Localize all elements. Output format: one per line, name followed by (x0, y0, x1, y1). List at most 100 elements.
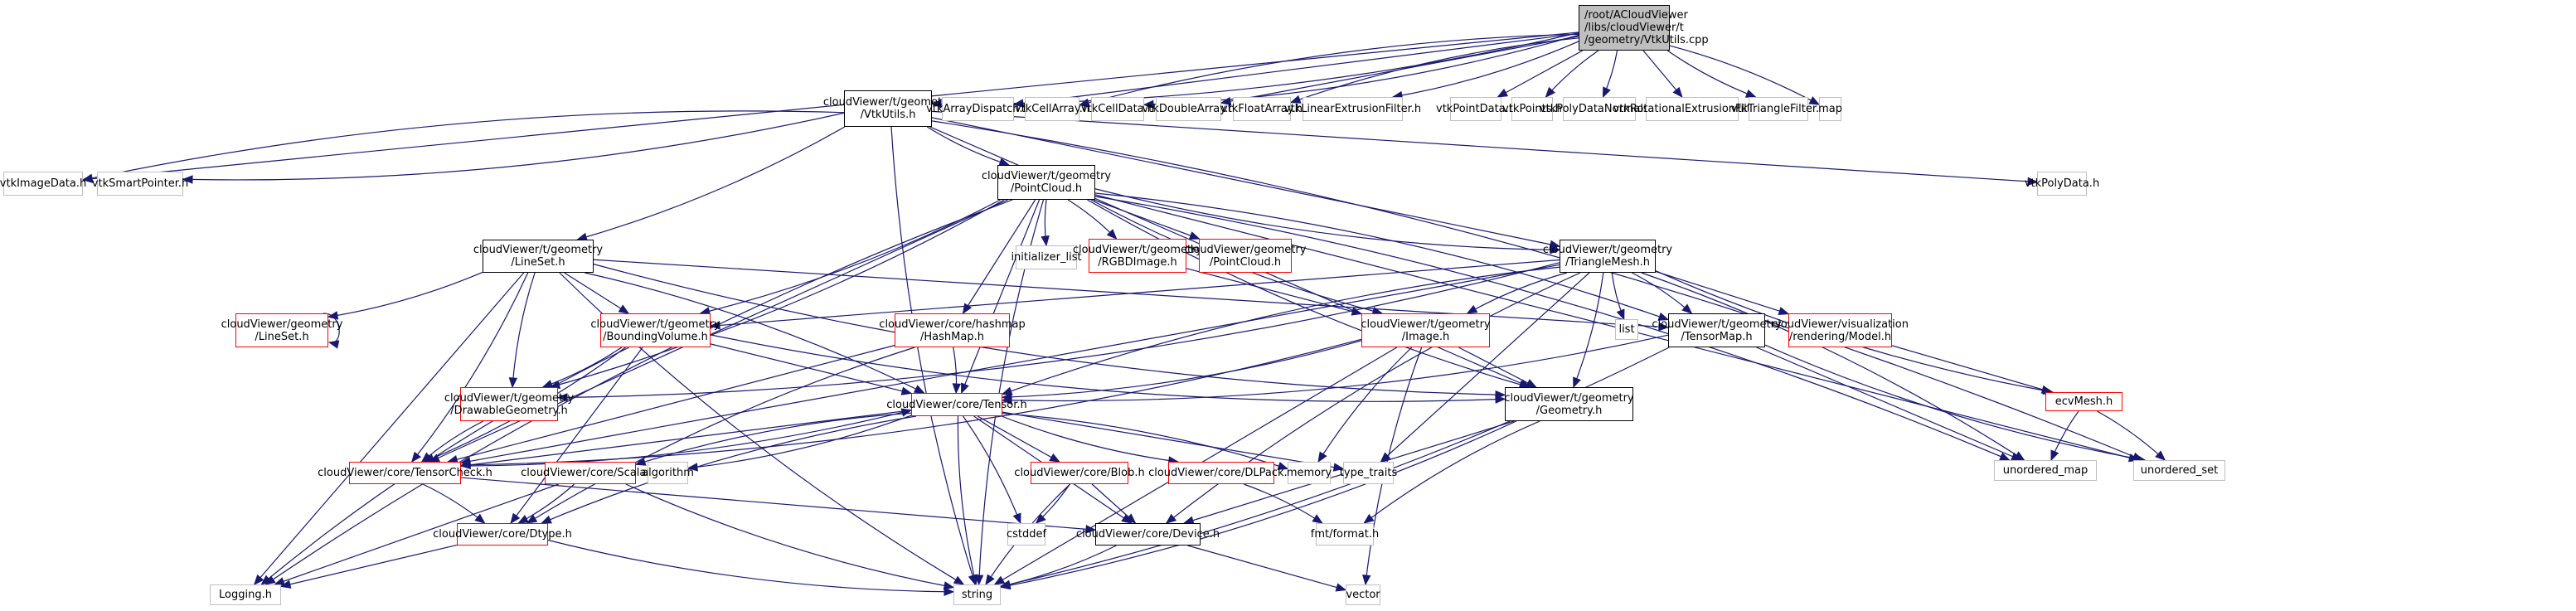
node-lineset-g[interactable]: cloudViewer/geometry /LineSet.h (221, 313, 342, 347)
edge-line (1094, 188, 1560, 250)
node-lineset-t[interactable]: cloudViewer/t/geometry /LineSet.h (473, 240, 603, 273)
edge-line (963, 415, 1021, 524)
node-vtkTriangleFilter[interactable]: vtkTriangleFilter.h (1731, 97, 1826, 121)
node-label: cloudViewer/t/geometry /TriangleMesh.h (1542, 244, 1673, 269)
node-vtkImageData[interactable]: vtkImageData.h (0, 172, 87, 196)
edge-line (82, 32, 1579, 181)
node-ecvmesh[interactable]: ecvMesh.h (2045, 392, 2122, 411)
node-tensorcheck[interactable]: cloudViewer/core/TensorCheck.h (318, 462, 492, 484)
node-pointcloud-t[interactable]: cloudViewer/t/geometry /PointCloud.h (982, 165, 1111, 200)
arrowhead-icon (2155, 450, 2166, 461)
node-logging[interactable]: Logging.h (210, 584, 281, 605)
arrowhead-icon (900, 408, 913, 417)
edge-pointcloud_t-to-unordered_map (1094, 196, 2011, 461)
edge-line (1002, 334, 1669, 402)
edge-tensor-to-memory (1002, 413, 1289, 470)
edge-line (577, 126, 846, 240)
node-algorithm[interactable]: algorithm (642, 462, 694, 484)
node-label: cloudViewer/t/geometry /TensorMap.h (1652, 318, 1782, 343)
node-label: cloudViewer/core/Device.h (1075, 528, 1220, 541)
node-label: vtkImageData.h (0, 177, 87, 190)
node-dlpack[interactable]: cloudViewer/core/DLPack.h (1148, 462, 1294, 484)
node-geometry-t[interactable]: cloudViewer/t/geometry /Geometry.h (1504, 387, 1634, 421)
node-dtype[interactable]: cloudViewer/core/Dtype.h (433, 523, 572, 546)
node-vtkPoints[interactable]: vtkPoints.h (1502, 97, 1562, 121)
node-vtkArrayDispatch[interactable]: vtkArrayDispatch.h (926, 97, 1030, 121)
arrowhead-icon (1808, 96, 1821, 105)
node-blob[interactable]: cloudViewer/core/Blob.h (1014, 462, 1145, 484)
edge-vtkutils_h-to-pointcloud_t (926, 126, 1011, 167)
node-pointcloud-g[interactable]: cloudViewer/geometry /PointCloud.h (1185, 239, 1306, 273)
edge-tensorcheck-to-tensor (460, 408, 913, 467)
edge-line (557, 262, 1560, 399)
node-vtkutils-h[interactable]: cloudViewer/t/geometry /VtkUtils.h (823, 90, 953, 127)
arrowhead-icon (1012, 99, 1025, 108)
edge-boundingvolume_t-to-drawable_t (541, 347, 623, 389)
edge-root-to-vtkRotationalExtrusionFilter (1642, 50, 1683, 99)
node-model[interactable]: cloudViewer/visualization /rendering/Mod… (1772, 313, 1909, 347)
node-vtkDoubleArray[interactable]: vtkDoubleArray.h (1142, 97, 1235, 121)
arrowhead-icon (1658, 322, 1670, 332)
edge-line (460, 477, 1096, 531)
node-label: vtkDoubleArray.h (1142, 103, 1235, 115)
node-memory[interactable]: memory (1287, 462, 1332, 484)
edge-pointcloud_t-to-tensor (961, 199, 1041, 395)
edge-line (280, 544, 458, 587)
node-label: vtkSmartPointer.h (91, 177, 189, 190)
edge-rgbdimage_t-to-image_t (1186, 268, 1363, 316)
node-type-traits[interactable]: type_traits (1340, 462, 1397, 484)
node-label: fmt/format.h (1310, 528, 1380, 541)
arrowhead-icon (1035, 513, 1046, 524)
edge-trianglemesh_t-to-drawable_t (556, 262, 1560, 402)
edge-tensorcheck-to-dtype (422, 483, 486, 524)
node-list[interactable]: list (1615, 319, 1638, 340)
node-unordered-map[interactable]: unordered_map (1994, 460, 2097, 481)
node-rgbdimage-t[interactable]: cloudViewer/t/geometry /RGBDImage.h (1073, 239, 1202, 273)
node-map[interactable]: map (1818, 97, 1842, 121)
node-vtkSmartPointer[interactable]: vtkSmartPointer.h (92, 172, 188, 196)
node-image-t[interactable]: cloudViewer/t/geometry /Image.h (1361, 313, 1491, 347)
arrowhead-icon (541, 515, 552, 524)
node-unordered-set[interactable]: unordered_set (2133, 460, 2225, 481)
edge-trianglemesh_t-to-unordered_map (1641, 272, 2025, 461)
node-vtkPointData[interactable]: vtkPointData.h (1436, 97, 1516, 121)
node-vtkLinearExtrusionFilter[interactable]: vtkLinearExtrusionFilter.h (1284, 97, 1421, 121)
edge-line (429, 199, 1008, 463)
node-device[interactable]: cloudViewer/core/Device.h (1076, 523, 1220, 546)
edge-line (1392, 41, 1579, 98)
edge-line (1002, 266, 1560, 395)
arrowhead-icon (1778, 307, 1790, 316)
node-vtkRotationalExtrusionFilter[interactable]: vtkRotationalExtrusionFilter.h (1613, 97, 1771, 121)
node-hashmap[interactable]: cloudViewer/core/hashmap /HashMap.h (879, 313, 1026, 347)
arrowhead-icon (474, 513, 486, 524)
node-initializer-list[interactable]: initializer_list (1011, 245, 1082, 269)
node-cstddef[interactable]: cstddef (1007, 523, 1046, 546)
node-label: vtkPolyData.h (2024, 177, 2100, 190)
edge-root-to-vtkPointData (1497, 50, 1584, 98)
edge-tensor-to-blob (977, 415, 1060, 463)
node-tensormap-t[interactable]: cloudViewer/t/geometry /TensorMap.h (1652, 313, 1782, 347)
edge-line (460, 338, 1362, 466)
edge-blob-to-device (1091, 483, 1137, 524)
arrowhead-icon (618, 304, 630, 314)
node-vtkPolyData[interactable]: vtkPolyData.h (2025, 172, 2099, 196)
node-tensor[interactable]: cloudViewer/core/Tensor.h (886, 393, 1027, 416)
node-trianglemesh-t[interactable]: cloudViewer/t/geometry /TriangleMesh.h (1543, 240, 1672, 273)
node-vtkCellArray[interactable]: vtkCellArray.h (1015, 97, 1089, 121)
arrowhead-icon (1142, 99, 1154, 109)
edge-geometry_t-to-string (999, 420, 1517, 590)
node-drawable-t[interactable]: cloudViewer/t/geometry /DrawableGeometry… (444, 387, 574, 421)
edge-lineset_t-to-lineset_g (327, 271, 483, 320)
node-vtkPolyDataNormals[interactable]: vtkPolyDataNormals.h (1540, 97, 1659, 121)
arrowhead-icon (962, 303, 973, 315)
node-vector[interactable]: vector (1346, 584, 1380, 605)
edge-image_t-to-tensor (1001, 340, 1362, 402)
node-vtkCellData[interactable]: vtkCellData.h (1081, 97, 1154, 121)
edge-trianglemesh_t-to-list (1611, 272, 1625, 321)
node-string[interactable]: string (953, 584, 1001, 605)
edge-line (182, 112, 845, 181)
node-scalar[interactable]: cloudViewer/core/Scalar.h (521, 462, 660, 484)
node-boundingvolume-t[interactable]: cloudViewer/t/geometry /BoundingVolume.h (590, 313, 720, 347)
node-fmt-format[interactable]: fmt/format.h (1311, 523, 1379, 546)
node-vtkFloatArray[interactable]: vtkFloatArray.h (1221, 97, 1303, 121)
